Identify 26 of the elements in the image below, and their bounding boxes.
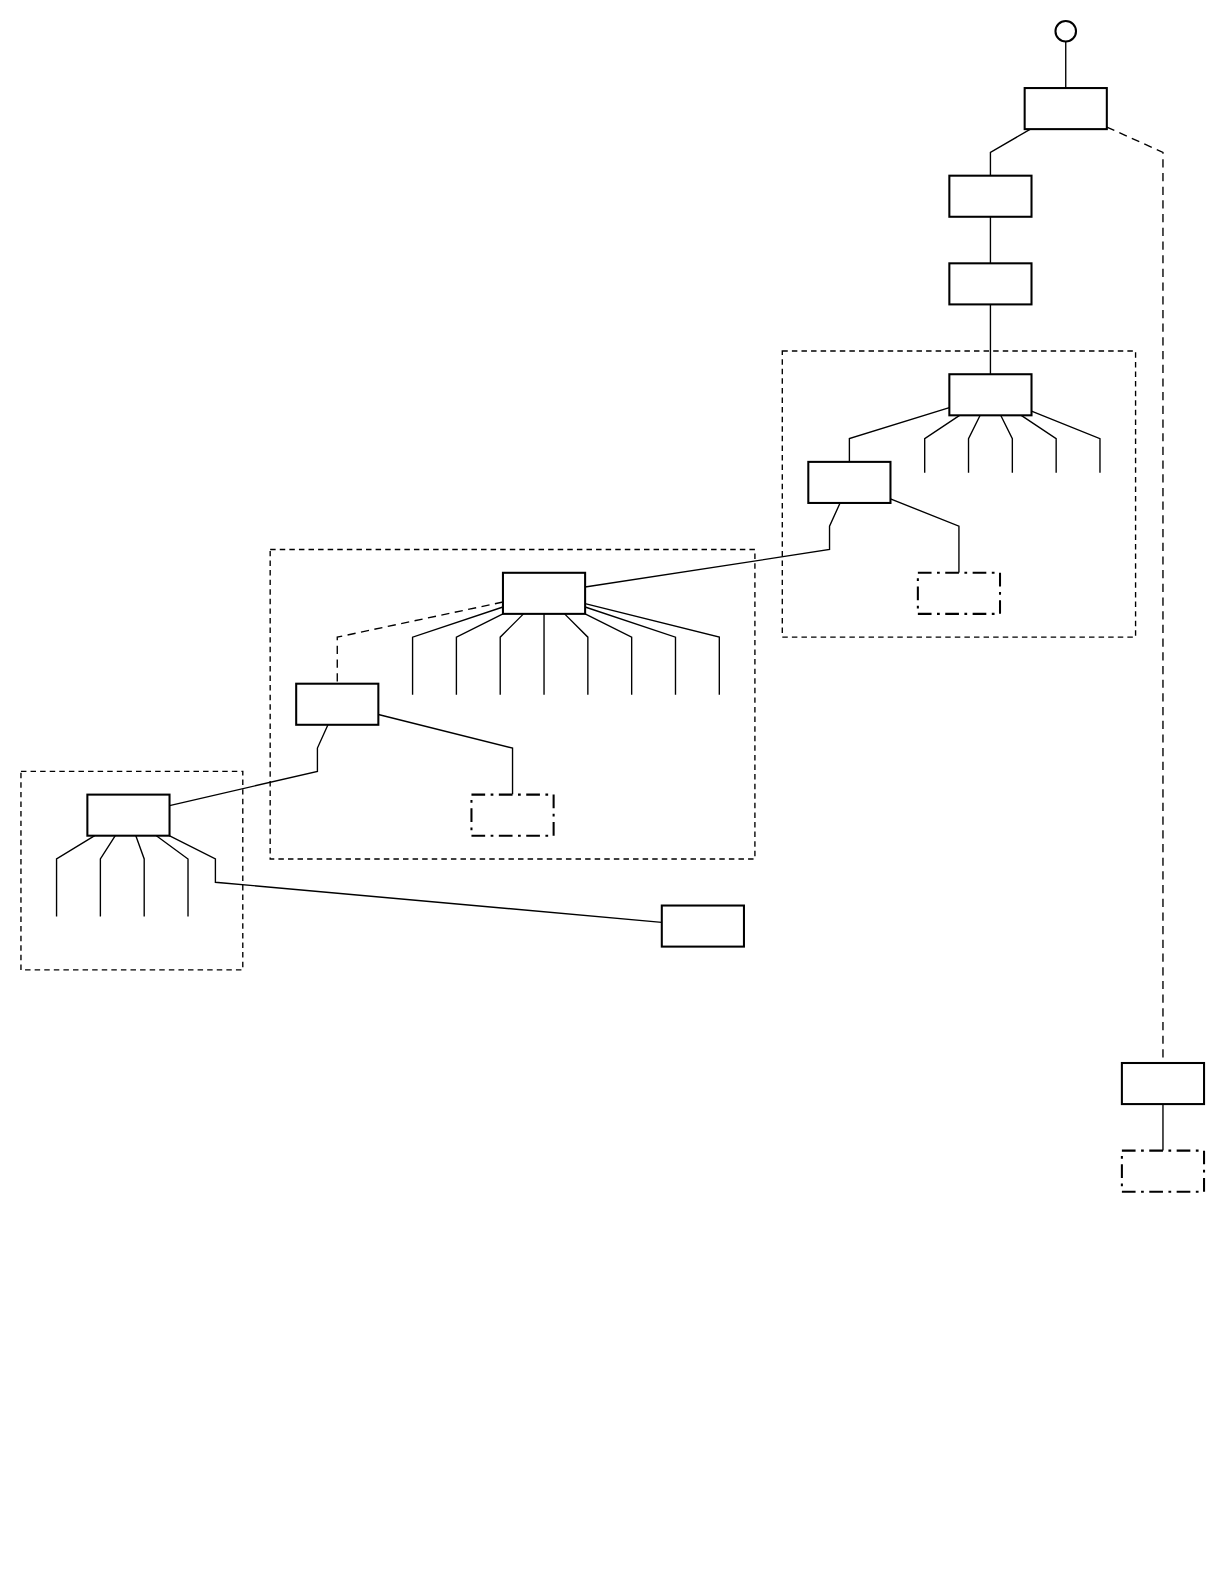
node-circle <box>1054 19 1078 43</box>
node-box <box>948 174 1033 218</box>
node-box <box>916 571 1002 615</box>
node-box <box>86 793 171 837</box>
node-box <box>948 262 1033 306</box>
connector <box>455 613 504 696</box>
node-box <box>470 793 555 837</box>
connector <box>584 613 633 696</box>
connector <box>155 835 189 918</box>
cluster <box>781 350 1137 638</box>
connector <box>989 216 992 264</box>
node-box <box>1023 87 1108 131</box>
connector <box>499 613 525 696</box>
node-box <box>807 460 892 504</box>
node-box <box>1120 1149 1206 1193</box>
node-box <box>1120 1061 1206 1106</box>
connector <box>99 835 116 918</box>
cluster <box>20 770 244 971</box>
connector <box>543 613 545 696</box>
cluster <box>269 548 756 860</box>
connector <box>563 613 589 696</box>
node-box <box>948 373 1033 417</box>
node-box <box>660 904 745 948</box>
connector <box>135 835 145 918</box>
node-box <box>501 571 587 615</box>
node-box <box>295 682 380 726</box>
